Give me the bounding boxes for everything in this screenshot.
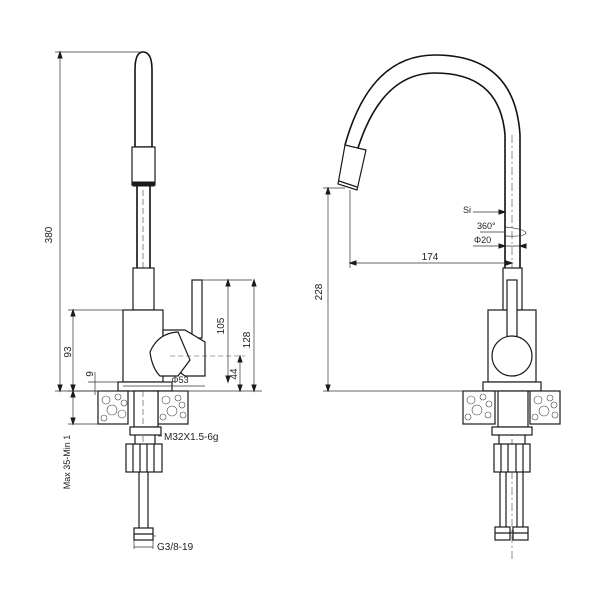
dim-53-label: Φ53 xyxy=(171,375,188,385)
front-view: 228 174 Si 360° Φ20 xyxy=(314,54,561,560)
front-lever-hub xyxy=(491,335,533,377)
front-nut-ribs xyxy=(498,435,526,472)
front-gooseneck-inner xyxy=(357,72,506,268)
side-neck xyxy=(132,267,155,311)
front-base-flange xyxy=(482,381,542,392)
side-spout-nozzle xyxy=(132,181,155,187)
side-spout-tube xyxy=(134,51,153,148)
dim-380-label: 380 xyxy=(44,226,55,243)
side-countertop xyxy=(97,390,189,425)
side-nut xyxy=(125,443,163,473)
front-gooseneck-outer xyxy=(344,54,521,268)
dim-93-label: 93 xyxy=(63,346,74,358)
side-nut-ribs xyxy=(132,444,155,472)
dim-20-label: Φ20 xyxy=(474,235,491,245)
side-view: 380 93 9 105 128 44 Φ53 xyxy=(44,50,262,553)
dim-g38-label: G3/8-19 xyxy=(157,542,194,553)
dim-174-label: 174 xyxy=(422,252,439,263)
front-washer xyxy=(491,426,533,436)
side-counter-pattern xyxy=(100,393,187,422)
side-washer xyxy=(129,426,162,436)
dim-si-label: Si xyxy=(463,205,471,215)
dim-105-label: 105 xyxy=(216,317,227,334)
front-shank xyxy=(497,390,529,428)
side-spout-head xyxy=(131,146,156,186)
dim-228-label: 228 xyxy=(314,283,325,300)
front-spout-head xyxy=(337,144,367,191)
side-cartridge xyxy=(149,331,191,377)
dim-44-label: 44 xyxy=(229,368,240,380)
dim-m32-label: M32X1.5-6g xyxy=(164,432,218,443)
front-nut xyxy=(493,443,531,473)
front-countertop xyxy=(462,390,561,425)
dim-360-label: 360° xyxy=(477,221,496,231)
dim-9-label: 9 xyxy=(85,371,96,377)
side-shank xyxy=(133,390,159,428)
side-base-flange xyxy=(117,381,173,392)
side-counter-left xyxy=(97,390,129,425)
front-lever-stem xyxy=(506,279,518,339)
side-lever-stem xyxy=(191,279,203,339)
dim-360-arc xyxy=(504,226,527,237)
front-hoses xyxy=(499,472,524,527)
dim-counter-label: Max 35-Min 1 xyxy=(62,435,72,490)
dim-128-label: 128 xyxy=(242,331,253,348)
